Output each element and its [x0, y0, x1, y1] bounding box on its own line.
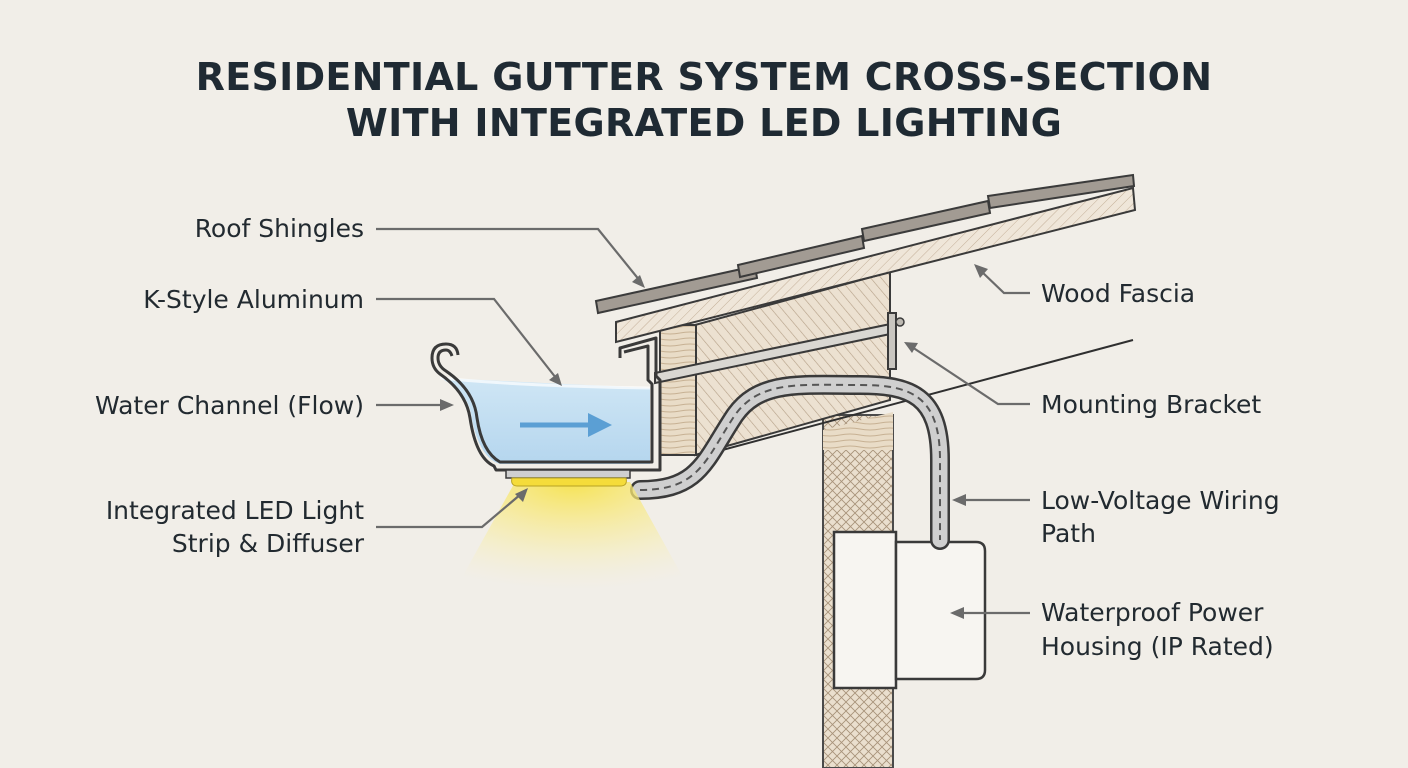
led-strip	[505, 469, 631, 487]
wiring-conduit	[630, 374, 950, 550]
k-style-gutter	[430, 336, 662, 472]
flow-arrow	[520, 413, 612, 437]
mounting-bracket	[654, 312, 905, 385]
leader-water-channel	[376, 399, 454, 411]
leader-roof-shingles	[376, 227, 645, 288]
label-wood-fascia: Wood Fascia	[1041, 279, 1195, 308]
label-led-strip-line-1: Integrated LED Light	[106, 496, 364, 525]
leader-power-housing	[950, 607, 1030, 619]
label-water-channel: Water Channel (Flow)	[95, 391, 364, 420]
label-housing-line-1: Waterproof Power	[1041, 598, 1264, 627]
label-housing-line-2: Housing (IP Rated)	[1041, 632, 1274, 661]
leader-k-style-aluminum	[376, 297, 562, 386]
title-line-1: RESIDENTIAL GUTTER SYSTEM CROSS-SECTION	[196, 55, 1213, 99]
leader-wiring	[952, 494, 1030, 506]
leader-mounting-bracket	[904, 342, 1030, 406]
label-wiring-line-1: Low-Voltage Wiring	[1041, 486, 1280, 515]
label-roof-shingles: Roof Shingles	[195, 214, 364, 243]
water-channel	[439, 376, 651, 464]
led-glow-cone	[455, 482, 690, 590]
title-line-2: WITH INTEGRATED LED LIGHTING	[346, 101, 1062, 145]
label-wiring-line-2: Path	[1041, 519, 1096, 548]
label-led-strip-line-2: Strip & Diffuser	[172, 529, 365, 558]
roof-deck	[615, 186, 1137, 344]
label-mounting-bracket: Mounting Bracket	[1041, 390, 1261, 419]
leader-led-strip	[376, 488, 528, 529]
label-k-style-aluminum: K-Style Aluminum	[143, 285, 364, 314]
roof-shingles	[594, 173, 1136, 315]
power-housing	[832, 530, 987, 690]
leader-wood-fascia	[974, 264, 1030, 295]
